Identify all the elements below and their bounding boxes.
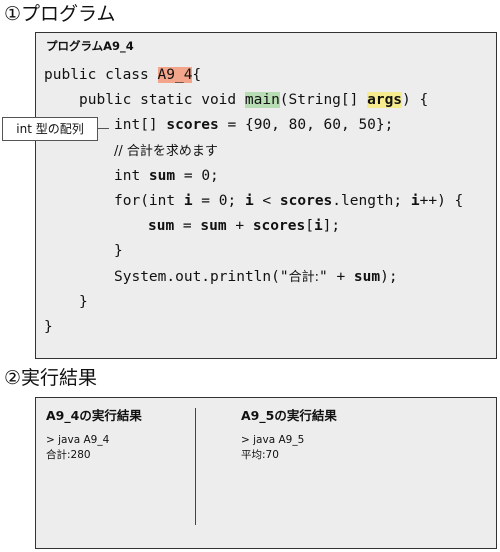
program-heading: ①プログラム [4, 3, 116, 25]
code-text: .length; [332, 192, 411, 209]
var-i: i [313, 218, 323, 235]
code-text: { [192, 67, 202, 83]
code-text: System.out.println(" [114, 268, 289, 285]
code-text: = 0; [192, 192, 245, 209]
var-i: i [244, 192, 254, 209]
result-command: > java A9_4 [46, 434, 110, 446]
code-text: } [114, 243, 123, 260]
code-text: = 0; [175, 167, 219, 184]
code-text: } [79, 293, 88, 310]
main-method-highlight: main [244, 92, 280, 109]
code-line-11: } [44, 315, 463, 340]
code-line-7: sum = sum + scores[i]; [44, 214, 463, 239]
var-i: i [410, 192, 420, 209]
code-text: } [44, 318, 53, 335]
code-text: (String[] [279, 92, 368, 109]
code-line-4: // 合計を求めます [44, 139, 463, 164]
result-column-a9-4: A9_4の実行結果 > java A9_4 合計:280 [46, 407, 142, 463]
code-line-10: } [44, 290, 463, 315]
code-line-9: System.out.println("合計:" + sum); [44, 265, 463, 290]
class-name-highlight: A9_4 [157, 67, 193, 83]
code-title: プログラムA9_4 [46, 39, 134, 53]
code-text: " + [319, 268, 354, 285]
var-scores: scores [166, 117, 219, 134]
var-i: i [183, 192, 193, 209]
code-keyword: public class [44, 67, 158, 83]
result-column-a9-5: A9_5の実行結果 > java A9_5 平均:70 [241, 407, 337, 463]
result-command: > java A9_5 [241, 434, 305, 446]
code-text: int[] [114, 117, 167, 134]
code-text: ++) { [419, 192, 464, 209]
var-scores: scores [279, 192, 333, 209]
result-title: A9_5の実行結果 [241, 408, 337, 423]
code-comment: // 合計を求めます [114, 143, 218, 159]
callout-leader-line [97, 128, 109, 129]
code-line-1: public class A9_4{ [44, 63, 463, 88]
code-text: < [253, 192, 280, 209]
var-sum: sum [148, 167, 176, 184]
result-output: 合計:280 [46, 449, 91, 461]
code-text: = {90, 80, 60, 50}; [218, 117, 394, 134]
result-panel: A9_4の実行結果 > java A9_4 合計:280 A9_5の実行結果 >… [35, 397, 497, 549]
code-line-2: public static void main(String[] args) { [44, 88, 463, 113]
code-line-6: for(int i = 0; i < scores.length; i++) { [44, 189, 463, 214]
code-text: for(int [114, 192, 184, 209]
code-line-8: } [44, 239, 463, 264]
code-text: [ [305, 218, 314, 235]
var-sum: sum [200, 218, 227, 235]
var-sum: sum [148, 218, 175, 235]
code-keyword: public static void [79, 92, 245, 109]
var-scores: scores [252, 218, 306, 235]
result-title: A9_4の実行結果 [46, 408, 142, 423]
code-line-5: int sum = 0; [44, 164, 463, 189]
code-text: ]; [322, 218, 341, 235]
array-callout-label: int 型の配列 [2, 117, 98, 141]
code-text: int [114, 167, 149, 184]
code-string-jp: 合計: [288, 269, 319, 285]
result-output: 平均:70 [241, 449, 279, 461]
code-text: ) { [402, 92, 429, 109]
code-listing: public class A9_4{ public static void ma… [44, 63, 463, 340]
code-text: + [226, 218, 253, 235]
result-divider [195, 408, 196, 525]
var-sum: sum [353, 268, 381, 285]
code-text: ); [380, 268, 398, 285]
code-text: = [174, 218, 201, 235]
code-line-3: int[] scores = {90, 80, 60, 50}; [44, 113, 463, 138]
code-panel: プログラムA9_4 public class A9_4{ public stat… [35, 32, 497, 359]
args-highlight: args [367, 92, 403, 109]
result-heading: ②実行結果 [4, 367, 98, 389]
